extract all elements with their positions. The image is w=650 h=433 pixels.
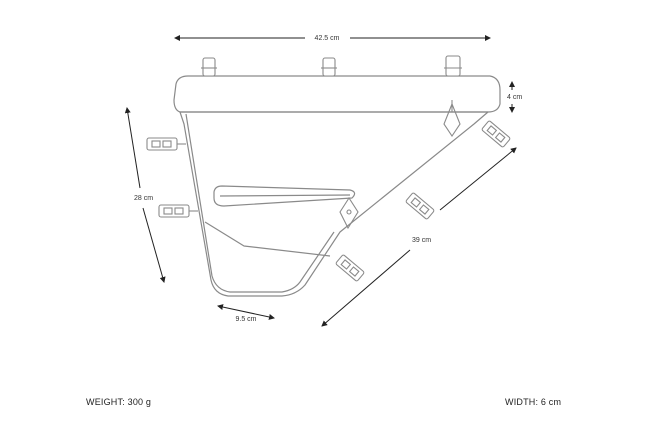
top-length-dimension: 42.5 cm — [174, 35, 491, 42]
weight-value: 300 g — [127, 397, 152, 407]
diagonal-length-label: 39 cm — [412, 237, 431, 244]
weight-label: WEIGHT: — [86, 397, 125, 407]
top-length-label: 42.5 cm — [315, 35, 340, 42]
bag-outline — [173, 75, 501, 297]
zipper-pull-icon — [339, 196, 359, 230]
weight-spec: WEIGHT: 300 g — [86, 397, 151, 407]
side-height-dimension: 28 cm — [124, 107, 166, 283]
width-value: 6 cm — [540, 397, 562, 407]
end-height-dimension: 4 cm — [507, 81, 522, 113]
diagonal-buckle-icon — [335, 120, 511, 282]
left-buckle-icon — [146, 137, 198, 218]
end-height-label: 4 cm — [507, 94, 522, 101]
hanger-loop-icon — [443, 100, 461, 137]
bottom-width-label: 9.5 cm — [235, 316, 256, 323]
width-label: WIDTH: — [505, 397, 539, 407]
width-spec: WIDTH: 6 cm — [505, 397, 561, 407]
diagonal-length-dimension: 39 cm — [321, 147, 517, 327]
bottom-width-dimension: 9.5 cm — [217, 304, 275, 323]
top-strap-icon — [201, 55, 462, 77]
side-height-label: 28 cm — [134, 195, 153, 202]
